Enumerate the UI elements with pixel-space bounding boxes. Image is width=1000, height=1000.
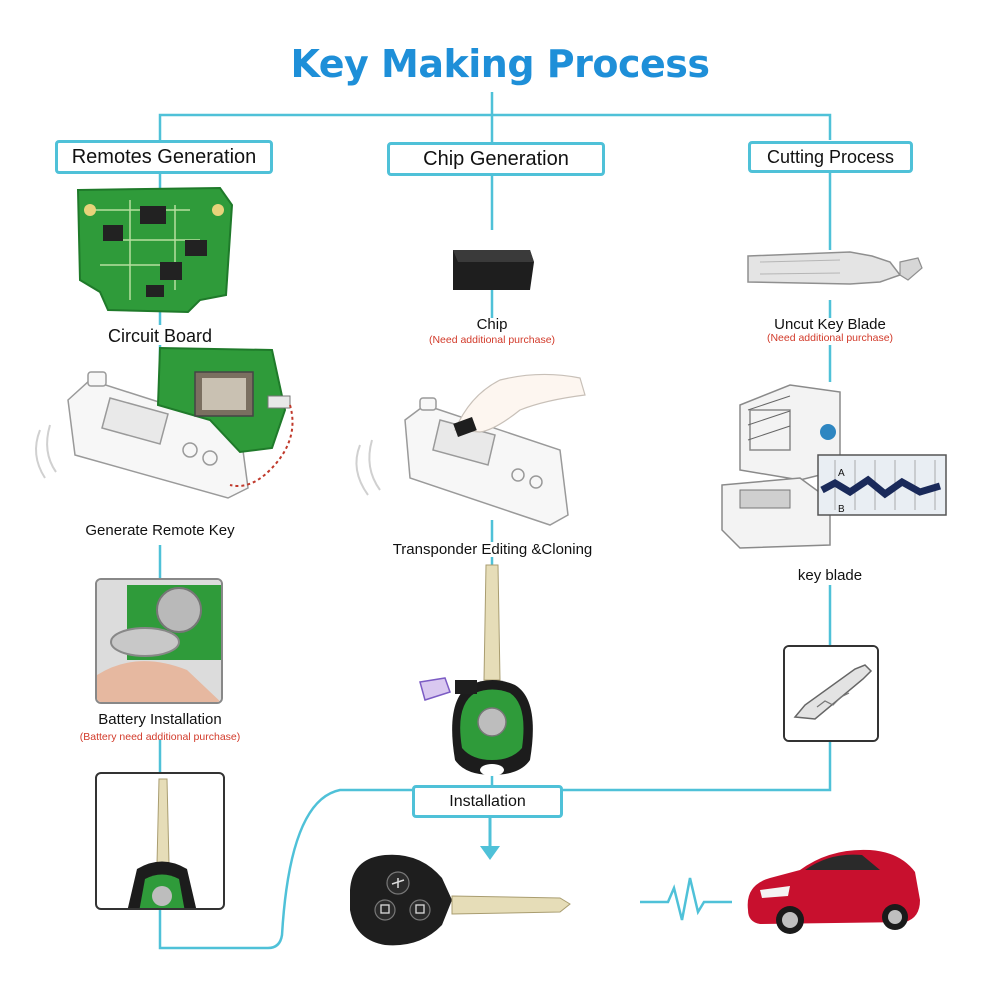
circuit-board-label: Circuit Board xyxy=(107,326,213,346)
transponder-editing-label: Transponder Editing &Cloning xyxy=(392,541,593,558)
page-title: Key Making Process xyxy=(290,42,710,86)
remote-key-assembly-image xyxy=(95,772,225,910)
chip-purchase-note: (Need additional purchase) xyxy=(428,334,556,346)
blade-purchase-note: (Need additional purchase) xyxy=(766,332,894,344)
uncut-key-blade-label: Uncut Key Blade xyxy=(774,316,886,333)
generate-remote-key-label: Generate Remote Key xyxy=(85,522,235,539)
remotes-generation-heading: Remotes Generation xyxy=(55,140,273,174)
key-blade-icon xyxy=(785,647,877,740)
chip-label: Chip xyxy=(476,316,508,333)
key-blade-label: key blade xyxy=(797,567,863,584)
car-key-icon xyxy=(127,778,197,908)
battery-icon xyxy=(97,580,221,702)
battery-installation-image xyxy=(95,578,223,704)
cutting-process-heading: Cutting Process xyxy=(748,141,913,173)
chip-generation-heading: Chip Generation xyxy=(387,142,605,176)
battery-purchase-note: (Battery need additional purchase) xyxy=(79,731,241,743)
pointing-hand-icon xyxy=(419,677,451,701)
installation-heading: Installation xyxy=(412,785,563,818)
key-blade-closeup-image xyxy=(783,645,879,742)
battery-installation-label: Battery Installation xyxy=(98,711,222,728)
svg-text:B: B xyxy=(838,504,845,515)
svg-text:A: A xyxy=(838,468,845,479)
